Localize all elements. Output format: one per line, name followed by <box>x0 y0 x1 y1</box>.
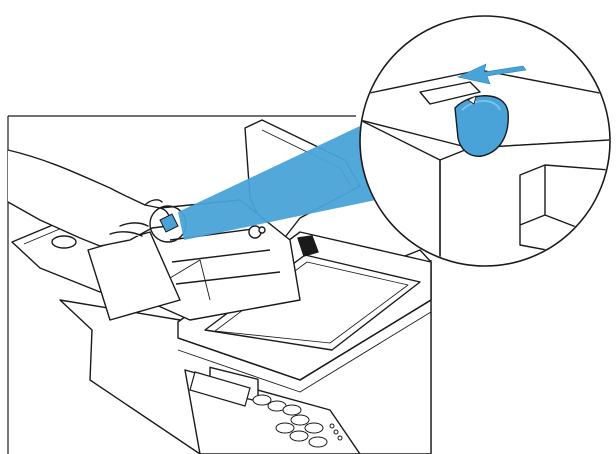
hand-pressing-release-lever <box>8 150 170 246</box>
zoom-callout-lever <box>360 16 610 270</box>
